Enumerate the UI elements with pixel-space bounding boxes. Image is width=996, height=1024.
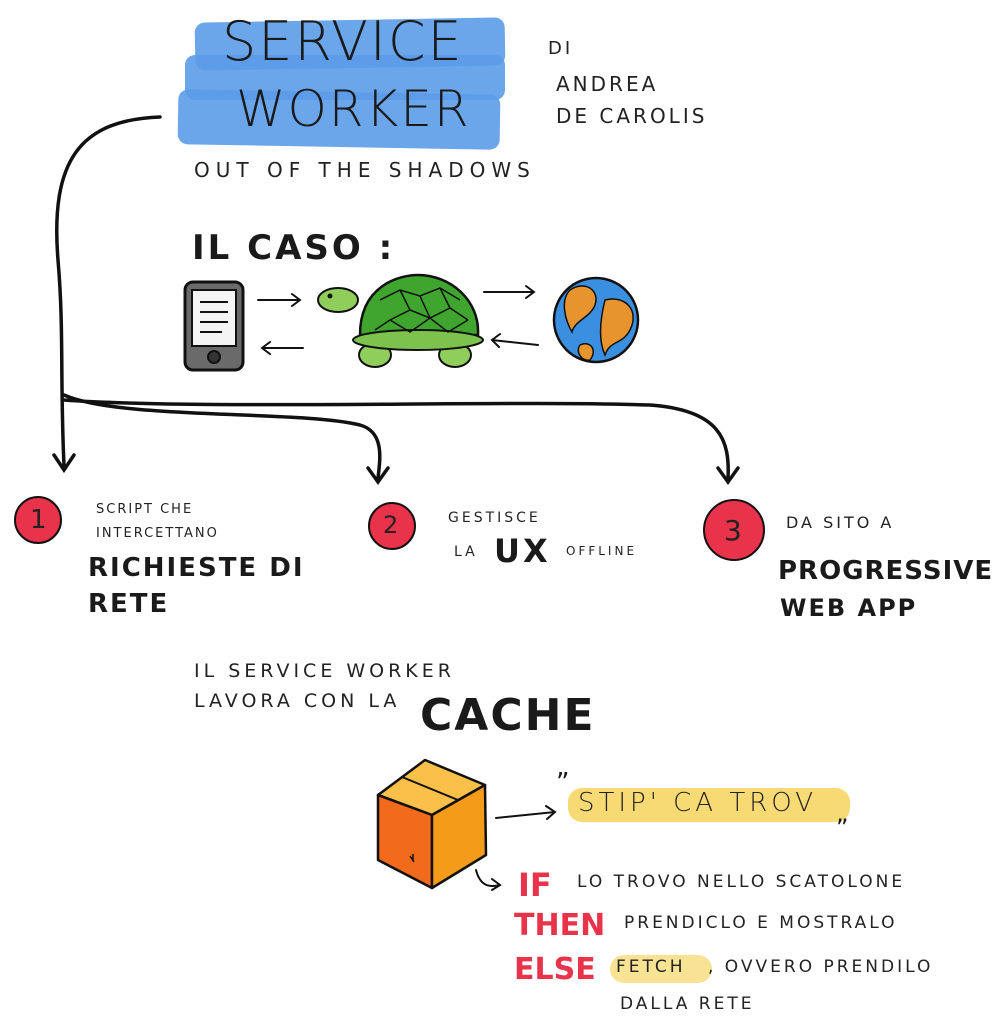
point-2-offline: OFFLINE	[566, 544, 638, 558]
else-keyword: ELSE	[514, 952, 596, 987]
turtle-icon	[317, 273, 484, 368]
fetch-highlight	[610, 955, 712, 983]
else-fetch: FETCH	[616, 957, 686, 977]
globe-icon	[552, 276, 640, 364]
point-2-ux: UX	[494, 532, 551, 570]
quote-text: STIP' CA TROV	[578, 788, 818, 818]
cache-line-1: IL SERVICE WORKER	[194, 660, 455, 682]
point-2-la: LA	[454, 544, 478, 560]
point-3-big-2: WEB APP	[780, 594, 918, 622]
subtitle: OUT OF THE SHADOWS	[194, 158, 536, 182]
point-3-big-1: PROGRESSIVE	[778, 556, 994, 586]
title-line-1: SERVICE	[222, 10, 464, 73]
title-line-2: WORKER	[236, 80, 471, 138]
number-circles	[14, 496, 765, 561]
flow-arrows	[52, 115, 740, 486]
then-text: PRENDICLO E MOSTRALO	[624, 913, 898, 933]
point-2-gestisce: GESTISCE	[448, 510, 541, 526]
box-arrows	[475, 805, 557, 891]
author-first-name: ANDREA	[556, 72, 659, 96]
author-di: DI	[548, 38, 574, 59]
cache-line-2: LAVORA CON LA	[194, 690, 401, 712]
point-1-number: 1	[30, 505, 47, 535]
cache-heading: CACHE	[420, 690, 596, 741]
point-3-number: 3	[724, 514, 742, 547]
if-keyword: IF	[518, 866, 552, 904]
quote-close: ”	[836, 814, 849, 842]
if-text: LO TROVO NELLO SCATOLONE	[577, 872, 906, 892]
else-text: , OVVERO PRENDILO	[708, 957, 934, 977]
request-arrows	[257, 285, 539, 355]
quote-highlight	[568, 788, 850, 822]
cache-box-icon	[376, 758, 488, 890]
phone-icon	[183, 280, 245, 372]
case-heading: IL CASO :	[192, 228, 396, 268]
quote-open: ”	[556, 768, 570, 798]
point-3-small: DA SITO A	[786, 513, 895, 532]
then-keyword: THEN	[514, 908, 606, 943]
point-2-number: 2	[383, 511, 399, 539]
point-1-big: RICHIESTE DI RETE	[88, 553, 305, 619]
author-last-name: DE CAROLIS	[556, 104, 708, 128]
else-text-2: DALLA RETE	[620, 994, 755, 1014]
point-1-small: SCRIPT CHE INTERCETTANO	[96, 502, 219, 541]
